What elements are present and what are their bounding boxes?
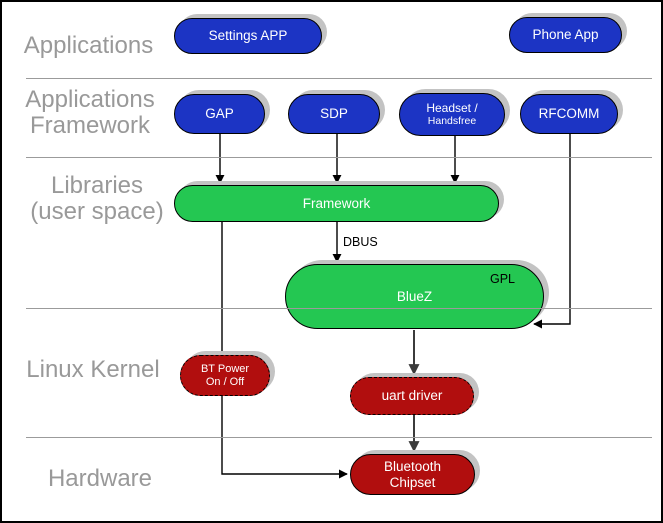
node-headset-label: Headset / — [426, 100, 478, 115]
layer-divider-2 — [26, 157, 652, 158]
node-bt-power-label: BT Power On / Off — [200, 362, 250, 388]
node-rfcomm: RFCOMM — [520, 94, 618, 134]
layer-divider-3 — [26, 308, 652, 309]
node-sdp-label: SDP — [320, 106, 348, 122]
node-gap-label: GAP — [205, 106, 234, 122]
node-bluez: BlueZ GPL — [285, 264, 544, 329]
layer-label-libraries: Libraries (user space) — [30, 172, 164, 225]
gpl-badge: GPL — [489, 272, 515, 286]
node-settings-app-label: Settings APP — [208, 28, 288, 44]
layer-label-linux-kernel: Linux Kernel — [26, 356, 160, 383]
layer-label-hardware: Hardware — [47, 465, 153, 492]
node-bluetooth-chipset: Bluetooth Chipset — [350, 454, 475, 495]
node-settings-app: Settings APP — [174, 18, 322, 54]
layer-label-applications-framework: Applications Framework — [25, 86, 155, 139]
node-bluez-label: BlueZ — [396, 288, 433, 304]
layer-label-applications: Applications — [23, 32, 154, 59]
node-framework-label: Framework — [302, 195, 371, 211]
node-bluetooth-chipset-label: Bluetooth Chipset — [383, 458, 442, 490]
node-headset-handsfree: Headset / Handsfree — [399, 93, 505, 136]
node-uart-driver-label: uart driver — [381, 388, 443, 404]
dbus-edge-label: DBUS — [343, 235, 378, 249]
layer-divider-1 — [26, 78, 652, 79]
node-rfcomm-label: RFCOMM — [538, 106, 600, 122]
node-uart-driver: uart driver — [350, 377, 474, 415]
node-sdp: SDP — [288, 94, 380, 134]
layer-divider-4 — [26, 437, 652, 438]
node-gap: GAP — [174, 94, 265, 134]
node-framework: Framework — [174, 185, 499, 222]
node-phone-app-label: Phone App — [532, 27, 599, 43]
node-bt-power: BT Power On / Off — [180, 355, 270, 396]
node-headset-sublabel: Handsfree — [427, 114, 477, 127]
node-phone-app: Phone App — [509, 17, 622, 53]
